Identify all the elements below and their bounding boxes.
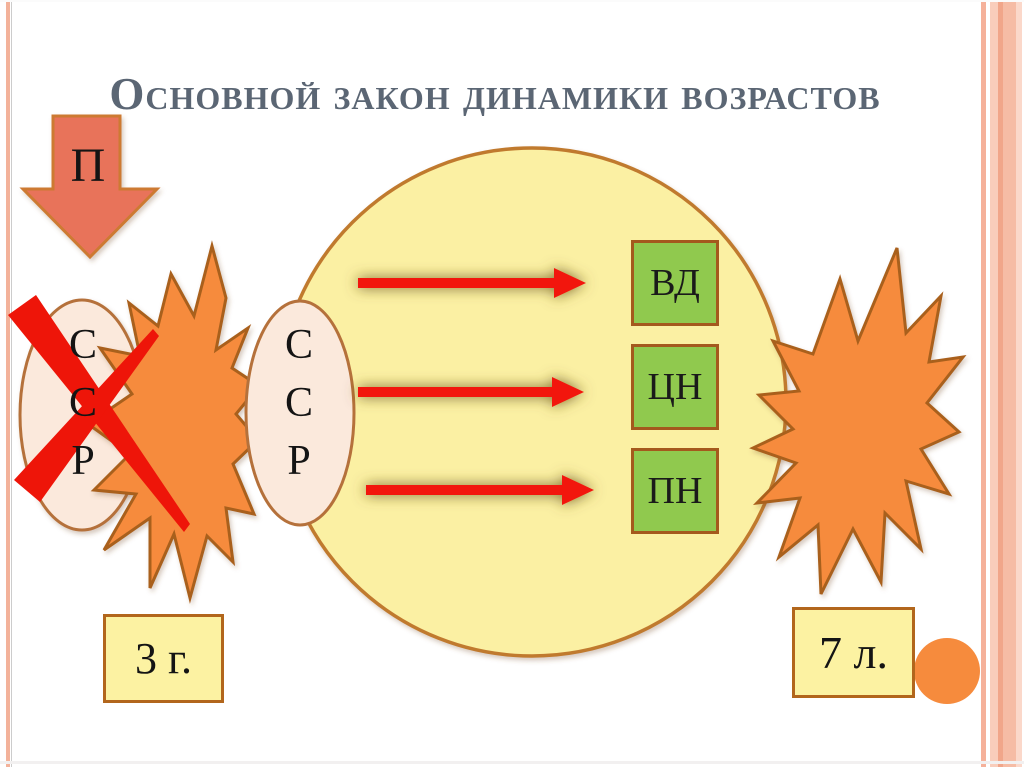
pressure-down-arrow bbox=[19, 114, 161, 260]
age-end-box: 7 л. bbox=[792, 607, 915, 698]
pressure-label: П bbox=[70, 139, 106, 192]
ellipse-new-letters: С С Р bbox=[244, 316, 354, 490]
zone-box-pn: ПН bbox=[631, 448, 719, 534]
crisis-starburst-right-icon bbox=[749, 247, 967, 595]
arrow-right-icon bbox=[366, 475, 594, 505]
letter: С bbox=[68, 322, 97, 368]
cross-out-x-icon bbox=[8, 295, 190, 532]
letter: Р bbox=[287, 438, 311, 484]
frame-left-stripe bbox=[6, 0, 10, 767]
arrow-right-icon bbox=[358, 377, 584, 407]
zone-box-vd: ВД bbox=[631, 240, 719, 326]
age-start-label: 3 г. bbox=[134, 634, 193, 683]
ellipse-new-ssr bbox=[244, 299, 356, 527]
letter: С bbox=[284, 322, 313, 368]
zone-label: ЦН bbox=[647, 366, 703, 408]
zone-label: ВД bbox=[650, 262, 700, 304]
zone-box-cn: ЦН bbox=[631, 344, 719, 430]
letter: Р bbox=[71, 438, 95, 484]
age-start-box: 3 г. bbox=[103, 614, 224, 703]
frame-top-line bbox=[0, 0, 1024, 2]
arrow-right-icon bbox=[358, 268, 586, 298]
age-end-label: 7 л. bbox=[819, 627, 888, 678]
letter: С bbox=[68, 380, 97, 426]
letter: С bbox=[284, 380, 313, 426]
frame-right-band bbox=[990, 0, 1022, 767]
zone-label: ПН bbox=[647, 470, 703, 512]
ellipse-old-letters: С С Р bbox=[28, 316, 138, 490]
slide-title: Основной закон динамики возрастов bbox=[109, 69, 881, 120]
frame-bottom-line bbox=[0, 761, 1024, 764]
frame-left-line bbox=[11, 0, 12, 767]
development-arrows bbox=[358, 268, 594, 505]
orange-dot-icon bbox=[914, 638, 980, 704]
frame-right-stripe bbox=[981, 0, 986, 767]
